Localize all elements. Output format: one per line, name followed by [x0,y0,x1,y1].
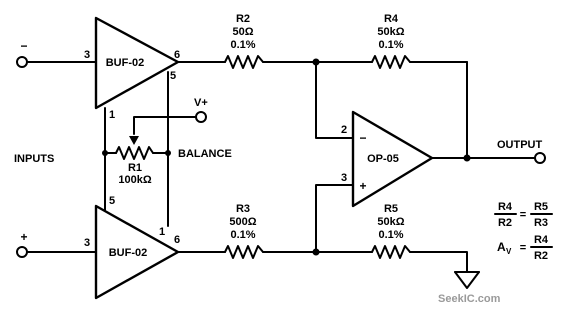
buffer-top-name: BUF-02 [106,57,145,69]
eq-ratio-right-num: R5 [534,201,548,213]
gain-equations: R4 R2 = R5 R3 A V = R4 R2 [494,201,553,262]
r4-zigzag [371,55,411,69]
buffer-bottom-pin-bal-a: 5 [109,195,115,207]
noninverting-input-wire [315,184,354,253]
junction-output-node [463,154,471,162]
r5-to-ground-wire [409,251,468,273]
resistor-r5: R5 50kΩ 0.1% [371,203,411,259]
r4-value: 50kΩ [377,26,404,38]
r5-value: 50kΩ [377,216,404,228]
r3-tolerance: 0.1% [230,229,255,241]
resistor-r3: R3 500Ω 0.1% [224,203,264,259]
output-label: OUTPUT [497,139,543,151]
buffer-top-triangle [94,16,180,110]
pot-left-junction [102,150,108,156]
buffer-bottom-pin-out: 6 [174,234,180,246]
r2-tolerance: 0.1% [230,39,255,51]
r2-value: 50Ω [232,26,253,38]
eq-ratio-left-num: R4 [498,201,513,213]
buffer-bottom: BUF-02 3 6 5 1 [84,195,180,300]
opamp-inv-sign: − [359,131,366,145]
opamp-name: OP-05 [367,153,399,165]
r2-zigzag [224,55,264,69]
opamp-pin-noninv: 3 [341,172,347,184]
eq-ratio-right-den: R3 [534,217,548,229]
r3-name: R3 [236,203,250,215]
pot-right-junction [165,150,171,156]
input-noninverting-sign: + [20,230,27,244]
r5-name: R5 [384,203,398,215]
input-noninverting-terminal [16,246,28,258]
inverting-input-wire [315,61,354,139]
r4-name: R4 [384,13,399,25]
resistor-r4: R4 50kΩ 0.1% [371,13,411,69]
supply-label: V+ [194,97,208,109]
r3-zigzag [224,245,264,259]
eq-gain-symbol: A [497,240,506,254]
ground-symbol [454,271,480,289]
eq-gain-num: R4 [534,234,549,246]
wiper-arrow [129,136,139,145]
input-inverting-sign: − [20,39,27,53]
eq-equals-2: = [520,242,526,254]
opamp-op05: OP-05 2 3 − + [341,110,434,208]
junction-top-node [312,58,320,66]
opamp-pin-inv: 2 [341,124,347,136]
r5-tolerance: 0.1% [378,229,403,241]
junction-bottom-node [312,248,320,256]
buffer-bottom-name: BUF-02 [109,247,148,259]
buffer-bottom-pin-in: 3 [84,237,90,249]
balance-potentiometer: V+ BALANCE R1 100kΩ [102,97,232,186]
eq-gain-den: R2 [534,250,548,262]
opamp-noninv-sign: + [359,179,366,193]
eq-equals-1: = [520,209,526,221]
ground-arrow [454,271,480,289]
supply-terminal [195,111,207,123]
balance-label: BALANCE [178,148,232,160]
buffer-top-pin-bal-b: 1 [109,109,115,121]
wiring [26,61,536,273]
inputs-label: INPUTS [14,153,54,165]
input-inverting-terminal [16,56,28,68]
resistor-r2: R2 50Ω 0.1% [224,13,264,69]
wiper-to-supply-wire [133,116,197,135]
buffer-top-pin-out: 6 [174,49,180,61]
r4-tolerance: 0.1% [378,39,403,51]
buffer-bottom-pin-bal-b: 1 [159,226,165,238]
buffer-top-pin-bal-a: 5 [170,70,176,82]
eq-gain-subscript: V [506,247,512,256]
eq-ratio-left-den: R2 [498,217,512,229]
output-terminal [534,152,546,164]
r5-zigzag [371,245,411,259]
watermark: SeekIC.com [438,293,501,305]
buffer-top: BUF-02 3 6 5 1 [84,16,180,121]
r3-value: 500Ω [229,216,256,228]
r1-zigzag [115,146,154,160]
r1-name: R1 [128,162,142,174]
buffer-bottom-triangle [94,204,180,300]
r2-name: R2 [236,13,250,25]
buffer-top-pin-in: 3 [84,49,90,61]
r1-value: 100kΩ [118,174,151,186]
opamp-triangle [351,110,434,208]
